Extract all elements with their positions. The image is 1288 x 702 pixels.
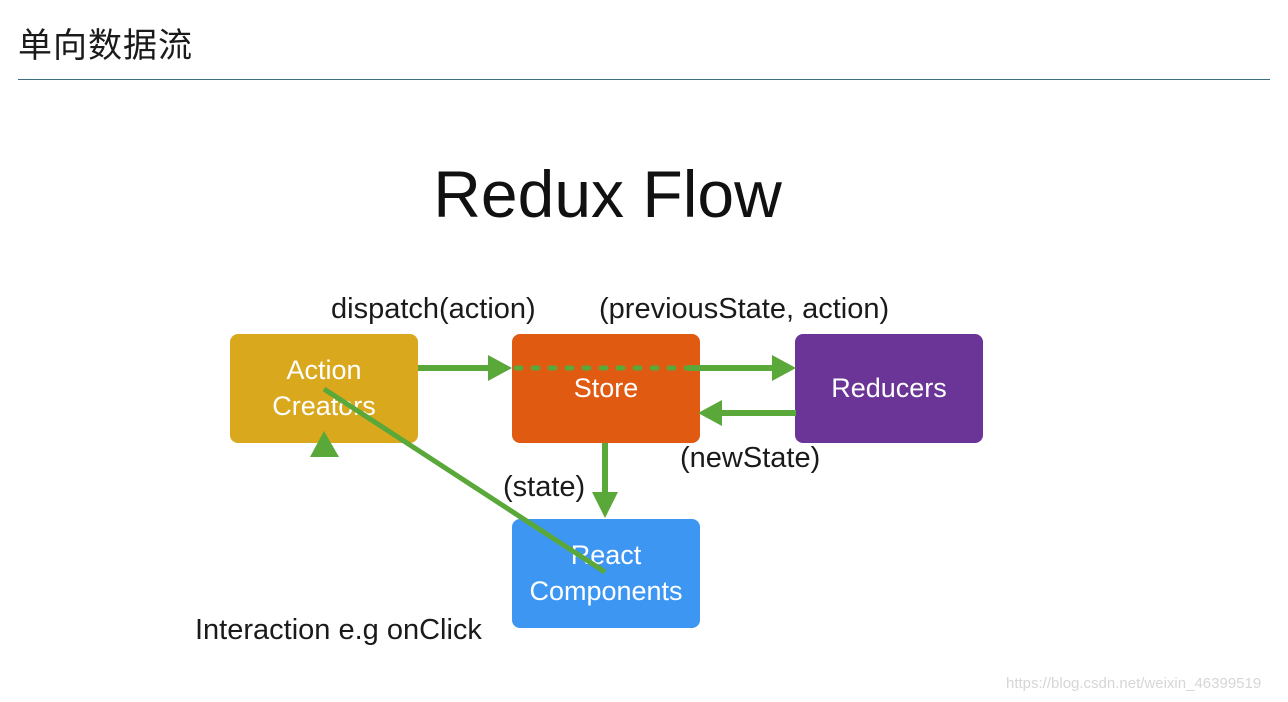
node-store: Store (512, 334, 700, 443)
node-react-components: React Components (512, 519, 700, 628)
arrow-interaction (310, 386, 607, 575)
node-store-label: Store (573, 372, 639, 403)
watermark: https://blog.csdn.net/weixin_46399519 (1006, 675, 1262, 692)
node-action-creators: Action Creators (230, 334, 418, 443)
label-interaction: Interaction e.g onClick (195, 614, 482, 646)
header-divider (18, 79, 1270, 80)
label-previous-state: (previousState, action) (599, 293, 890, 325)
arrow-previous-state (688, 355, 796, 381)
diagram-title: Redux Flow (433, 157, 782, 231)
node-action-creators-line1: Action (286, 355, 362, 386)
arrow-new-state (698, 400, 796, 426)
node-action-creators-line2: Creators (272, 390, 376, 421)
arrow-dispatch (418, 355, 512, 381)
node-reducers-label: Reducers (831, 372, 947, 403)
label-dispatch: dispatch(action) (331, 293, 536, 325)
node-react-components-line2: Components (529, 575, 683, 606)
arrow-state (592, 443, 618, 518)
page-title: 单向数据流 (18, 26, 193, 66)
label-state: (state) (503, 471, 586, 503)
label-new-state: (newState) (680, 442, 821, 474)
node-reducers: Reducers (795, 334, 983, 443)
